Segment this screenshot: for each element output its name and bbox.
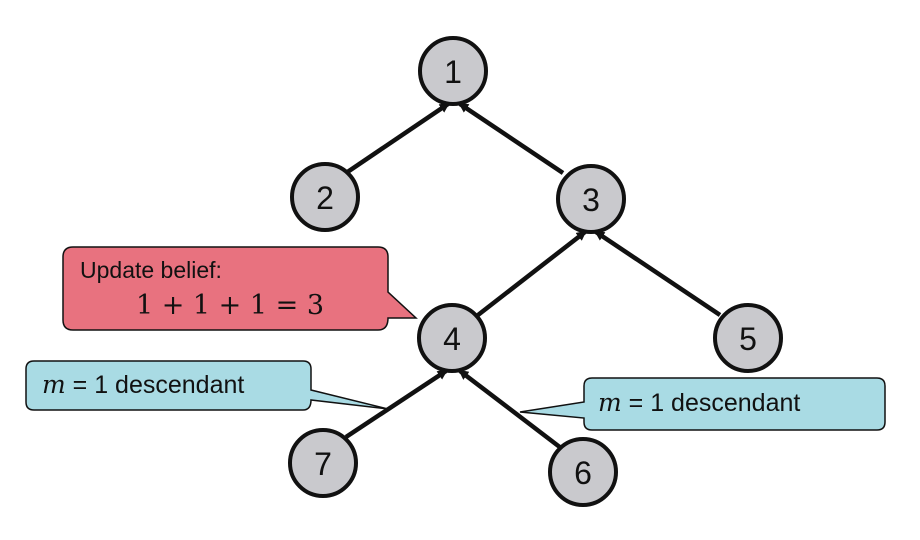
right-descendant-rest: = 1 descendant: [622, 389, 801, 417]
node-5: 5: [713, 303, 783, 373]
update-belief-bubble: [62, 246, 418, 331]
edge-5-to-3: [594, 230, 722, 317]
update-belief-callout: Update belief: 1 + 1 + 1 = 3: [62, 246, 418, 331]
left-descendant-rest: = 1 descendant: [66, 371, 245, 399]
node-3-label: 3: [582, 182, 600, 218]
edge-4-to-3: [476, 230, 587, 317]
node-5-label: 5: [739, 321, 757, 357]
left-descendant-bubble: [25, 360, 389, 411]
right-descendant-var: m: [598, 388, 622, 417]
edge-7-to-4: [344, 369, 448, 439]
left-descendant-callout: m = 1 descendant: [25, 360, 389, 411]
node-3: 3: [556, 164, 626, 234]
node-7: 7: [288, 428, 358, 498]
node-2: 2: [290, 162, 360, 232]
edges-group: [344, 102, 722, 450]
update-belief-equation: 1 + 1 + 1 = 3: [136, 290, 324, 321]
node-7-label: 7: [314, 446, 332, 482]
left-descendant-text: m = 1 descendant: [42, 370, 244, 399]
node-1: 1: [418, 36, 488, 106]
node-2-label: 2: [316, 180, 334, 216]
edge-3-to-1: [458, 102, 565, 175]
node-4: 4: [417, 303, 487, 373]
edge-2-to-1: [344, 102, 450, 175]
left-descendant-var: m: [42, 370, 66, 399]
update-belief-title: Update belief:: [80, 257, 222, 283]
node-1-label: 1: [444, 54, 462, 90]
node-6-label: 6: [574, 455, 592, 491]
right-descendant-callout: m = 1 descendant: [519, 377, 886, 431]
right-descendant-bubble: [519, 377, 886, 431]
node-4-label: 4: [443, 321, 461, 357]
node-6: 6: [548, 437, 618, 507]
right-descendant-text: m = 1 descendant: [598, 388, 800, 417]
edge-6-to-4: [458, 369, 563, 450]
